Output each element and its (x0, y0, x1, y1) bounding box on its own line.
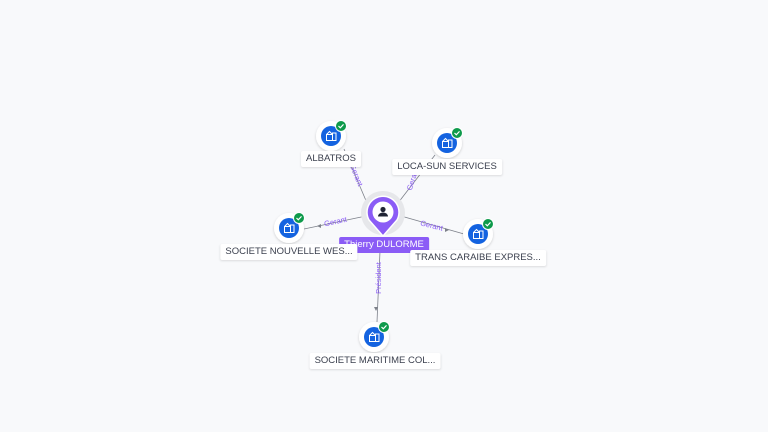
company-label-societe-maritime[interactable]: SOCIETE MARITIME COL... (309, 353, 441, 369)
arrowhead-trans-caraibe (445, 228, 449, 232)
company-node-albatros[interactable] (316, 120, 347, 152)
person-node[interactable] (361, 191, 405, 238)
verified-badge-icon (293, 212, 305, 224)
verified-badge-icon (335, 120, 347, 132)
company-icon (326, 130, 337, 141)
company-icon (369, 331, 380, 342)
edge-societe-maritime (376, 250, 381, 323)
edge-label-societe-nouvelle: Gerant (323, 215, 348, 229)
edge-label-societe-maritime: Président (374, 261, 383, 294)
verified-badge-icon (451, 127, 463, 139)
edge-label-trans-caraibe: Gerant (419, 218, 444, 233)
company-icon (442, 137, 453, 148)
verified-badge-icon (482, 218, 494, 230)
person-name-label[interactable]: Thierry DULORME (339, 237, 429, 253)
verified-badge-icon (378, 321, 390, 333)
company-icon (473, 228, 484, 239)
edge-societe-nouvelle (303, 215, 367, 230)
company-node-societe-maritime[interactable] (359, 321, 390, 353)
arrowhead-societe-maritime (374, 307, 378, 311)
company-label-trans-caraibe[interactable]: TRANS CARAIBE EXPRES... (410, 250, 546, 266)
edge-trans-caraibe (400, 215, 465, 235)
company-label-albatros[interactable]: ALBATROS (301, 151, 361, 167)
company-node-trans-caraibe[interactable] (463, 218, 494, 250)
company-node-loca-sun[interactable] (432, 127, 463, 159)
company-icon (284, 222, 295, 233)
company-label-societe-nouvelle[interactable]: SOCIETE NOUVELLE WES... (220, 244, 358, 260)
company-node-societe-nouvelle[interactable] (274, 212, 305, 244)
arrowhead-societe-nouvelle (317, 224, 321, 228)
company-label-loca-sun[interactable]: LOCA-SUN SERVICES (392, 159, 502, 175)
person-icon (378, 206, 388, 217)
